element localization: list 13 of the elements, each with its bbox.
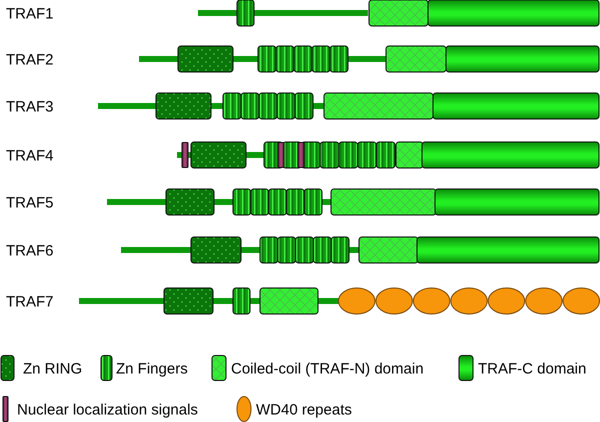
legend-label: Nuclear localization signals — [17, 402, 198, 418]
protein-name: TRAF4 — [6, 148, 54, 164]
protein-name: TRAF3 — [6, 98, 54, 116]
protein-name: TRAF6 — [6, 242, 54, 260]
protein-name: TRAF5 — [6, 194, 54, 212]
legend-label: TRAF-C domain — [478, 360, 586, 378]
legend-label: WD40 repeats — [256, 402, 352, 418]
legend-label: Zn RING — [23, 360, 82, 378]
protein-name: TRAF7 — [6, 294, 54, 310]
protein-name: TRAF2 — [6, 52, 54, 68]
legend-label: Coiled-coil (TRAF-N) domain — [231, 360, 424, 378]
legend-label: Zn Fingers — [116, 360, 188, 378]
protein-name: TRAF1 — [6, 6, 54, 22]
